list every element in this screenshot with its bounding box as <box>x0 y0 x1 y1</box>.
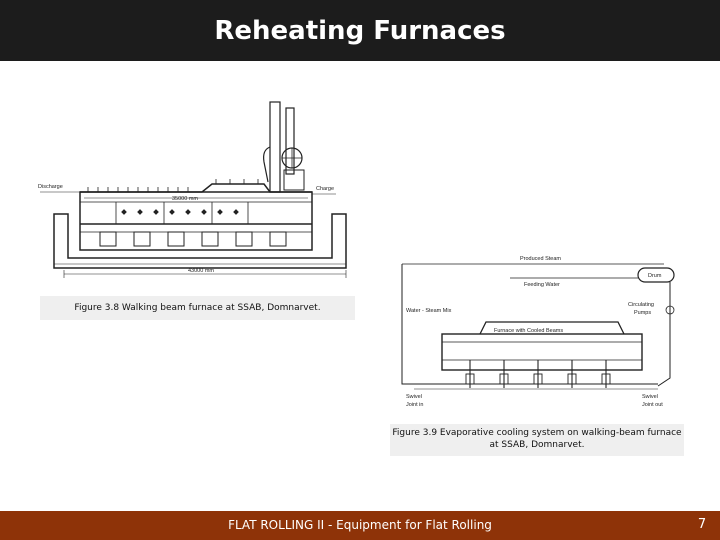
swivel-in-label-line-1: Swivel <box>406 394 422 400</box>
figure-1-caption: Figure 3.8 Walking beam furnace at SSAB,… <box>40 296 355 320</box>
inner-length-label: 35000 mm <box>172 196 198 202</box>
page-title: Reheating Furnaces <box>214 16 506 46</box>
outer-length-label: 43000 mm <box>188 268 214 274</box>
footer-text: FLAT ROLLING II - Equipment for Flat Rol… <box>228 518 492 532</box>
page-number: 7 <box>697 517 707 532</box>
evaporative-cooling-figure: Produced Steam Drum Feeding Water Water … <box>392 248 684 412</box>
water-steam-mix-label: Water - Steam Mix <box>406 308 452 314</box>
discharge-label: Discharge <box>38 184 63 190</box>
figure-2-caption: Figure 3.9 Evaporative cooling system on… <box>390 424 684 456</box>
title-bar <box>0 0 720 61</box>
walking-beam-furnace-figure: 35000 mm Discharge <box>36 92 356 292</box>
circulating-label-line-2: Pumps <box>634 310 651 316</box>
produced-steam-label: Produced Steam <box>520 256 561 262</box>
swivel-out-label-line-2: Joint out <box>642 402 663 408</box>
feeding-water-label: Feeding Water <box>524 282 560 288</box>
drum-label: Drum <box>648 273 662 279</box>
footer-bar <box>0 511 720 540</box>
swivel-out-label-line-1: Swivel <box>642 394 658 400</box>
circulating-label-line-1: Circulating <box>628 302 654 308</box>
charge-label: Charge <box>316 186 334 192</box>
swivel-in-label-line-2: Joint in <box>406 402 423 408</box>
furnace-beams-label: Furnace with Cooled Beams <box>494 328 563 334</box>
